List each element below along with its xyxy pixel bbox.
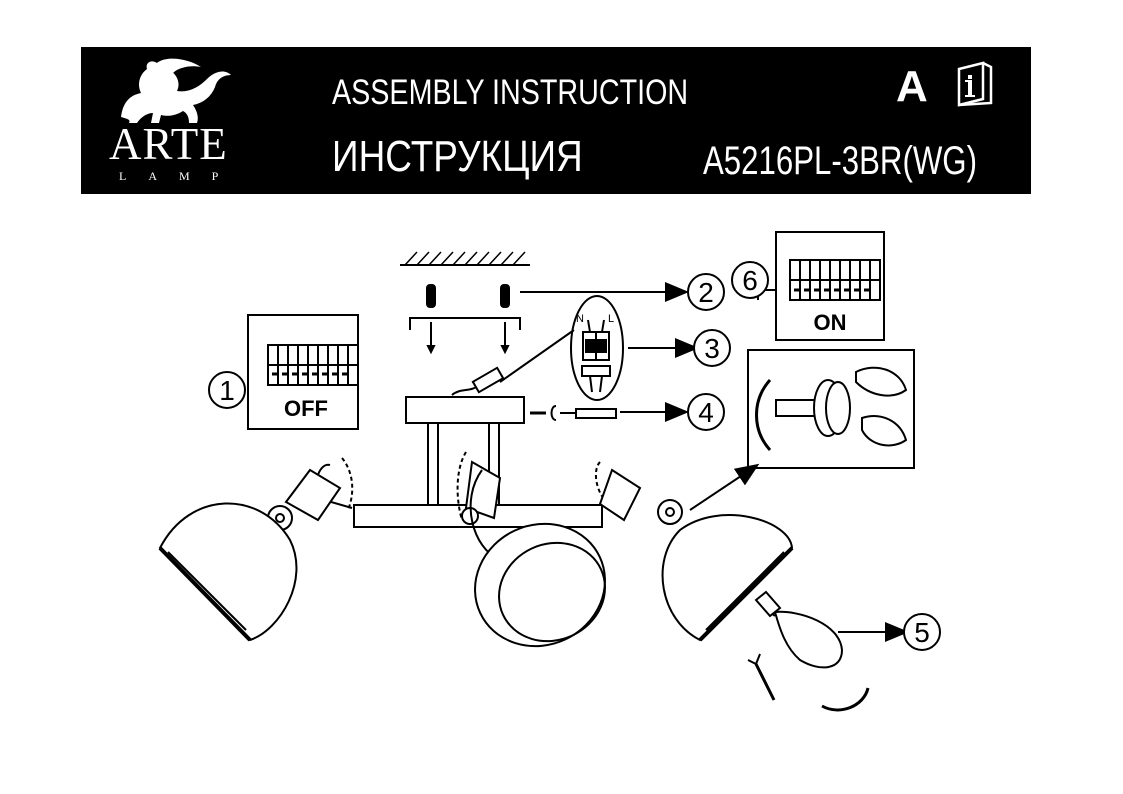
switch-on-label: ON bbox=[814, 310, 847, 335]
connector-terminal-icon bbox=[581, 319, 611, 393]
ceiling-hatch bbox=[400, 251, 530, 266]
terminal-block-icon bbox=[267, 344, 359, 386]
lamp-shade-left bbox=[158, 457, 354, 642]
step-4-circle bbox=[687, 393, 725, 431]
terminal-block-icon bbox=[789, 259, 881, 301]
lamp-shade-right bbox=[594, 461, 794, 642]
lamp-shade-center bbox=[456, 451, 606, 648]
brand-name: ARTE bbox=[109, 119, 228, 169]
rotate-arrow-icon bbox=[821, 687, 870, 712]
step-3-circle bbox=[693, 329, 731, 367]
step-3-number: 3 bbox=[704, 333, 720, 364]
title-english: ASSEMBLY INSTRUCTION bbox=[332, 73, 689, 112]
step-5-circle bbox=[903, 613, 941, 651]
rotate-arrow-icon bbox=[755, 378, 772, 452]
assembly-diagram: 1 2 3 4 5 6 OFF ON N L bbox=[158, 231, 941, 712]
mounting-bracket bbox=[409, 317, 521, 355]
step-2-number: 2 bbox=[698, 277, 714, 308]
step-2-circle bbox=[687, 273, 725, 311]
screwdriver-icon bbox=[530, 405, 617, 421]
knob-icon bbox=[775, 366, 908, 447]
bulb-icon bbox=[754, 590, 844, 669]
leader-line bbox=[499, 329, 575, 383]
brand-subtitle: LAMP bbox=[119, 169, 241, 183]
step-1-number: 1 bbox=[219, 375, 235, 406]
step-5-number: 5 bbox=[914, 617, 930, 648]
canopy bbox=[405, 396, 525, 506]
header-band: ARTE LAMP ASSEMBLY INSTRUCTION ИНСТРУКЦИ… bbox=[81, 47, 1031, 194]
step-1-circle bbox=[208, 371, 246, 409]
arrow-knob bbox=[689, 463, 760, 511]
griffin-logo-icon bbox=[121, 58, 231, 123]
class-letter: A bbox=[896, 62, 928, 111]
wire-connector bbox=[451, 366, 505, 396]
step-4-number: 4 bbox=[698, 397, 714, 428]
neutral-label: N bbox=[576, 313, 584, 325]
switch-off-label: OFF bbox=[284, 396, 328, 421]
title-russian: ИНСТРУКЦИЯ bbox=[332, 132, 583, 181]
model-number: A5216PL-3BR(WG) bbox=[703, 139, 977, 183]
instruction-book-icon bbox=[957, 61, 993, 107]
step-6-number: 6 bbox=[742, 265, 758, 296]
live-label: L bbox=[608, 313, 614, 325]
step-6-circle bbox=[731, 261, 769, 299]
insert-arrow bbox=[754, 663, 776, 701]
wall-plugs bbox=[426, 284, 510, 308]
